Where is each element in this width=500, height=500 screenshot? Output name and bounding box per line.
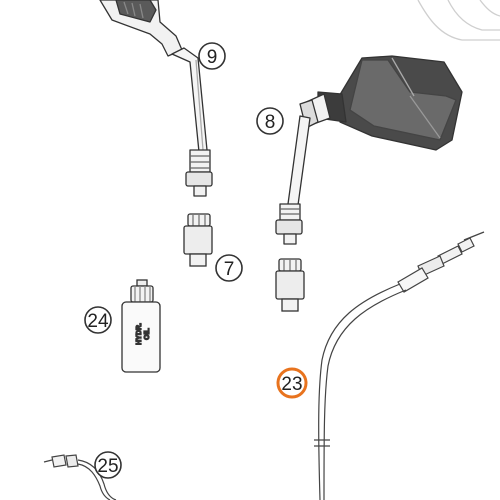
callout-label-23: 23: [281, 374, 302, 395]
mirror-left-part-9[interactable]: [99, 0, 213, 197]
small-cable-part-25[interactable]: [43, 454, 117, 500]
callout-label-25: 25: [97, 456, 118, 477]
callout-label-24: 24: [87, 311, 109, 332]
callout-8[interactable]: 8: [256, 107, 284, 135]
callout-23[interactable]: 23: [276, 367, 308, 399]
callout-25[interactable]: 25: [94, 451, 122, 479]
callout-9[interactable]: 9: [198, 42, 226, 70]
bottle-label-line2: OIL: [144, 327, 151, 339]
callout-label-8: 8: [265, 112, 276, 133]
cable-part-23[interactable]: [314, 231, 485, 500]
hydraulic-oil-bottle-part-24[interactable]: HYDR. OIL: [121, 279, 161, 373]
background-outline: [417, 0, 500, 41]
callout-label-9: 9: [207, 47, 218, 68]
callout-label-7: 7: [224, 259, 235, 280]
adapter-nut-left-part-7[interactable]: [183, 213, 213, 267]
adapter-nut-right-part-7[interactable]: [275, 258, 305, 312]
callout-7[interactable]: 7: [215, 254, 243, 282]
bottle-label-line1: HYDR.: [136, 323, 143, 345]
mirror-right-part-8[interactable]: [275, 55, 463, 245]
callout-24[interactable]: 24: [84, 306, 112, 334]
